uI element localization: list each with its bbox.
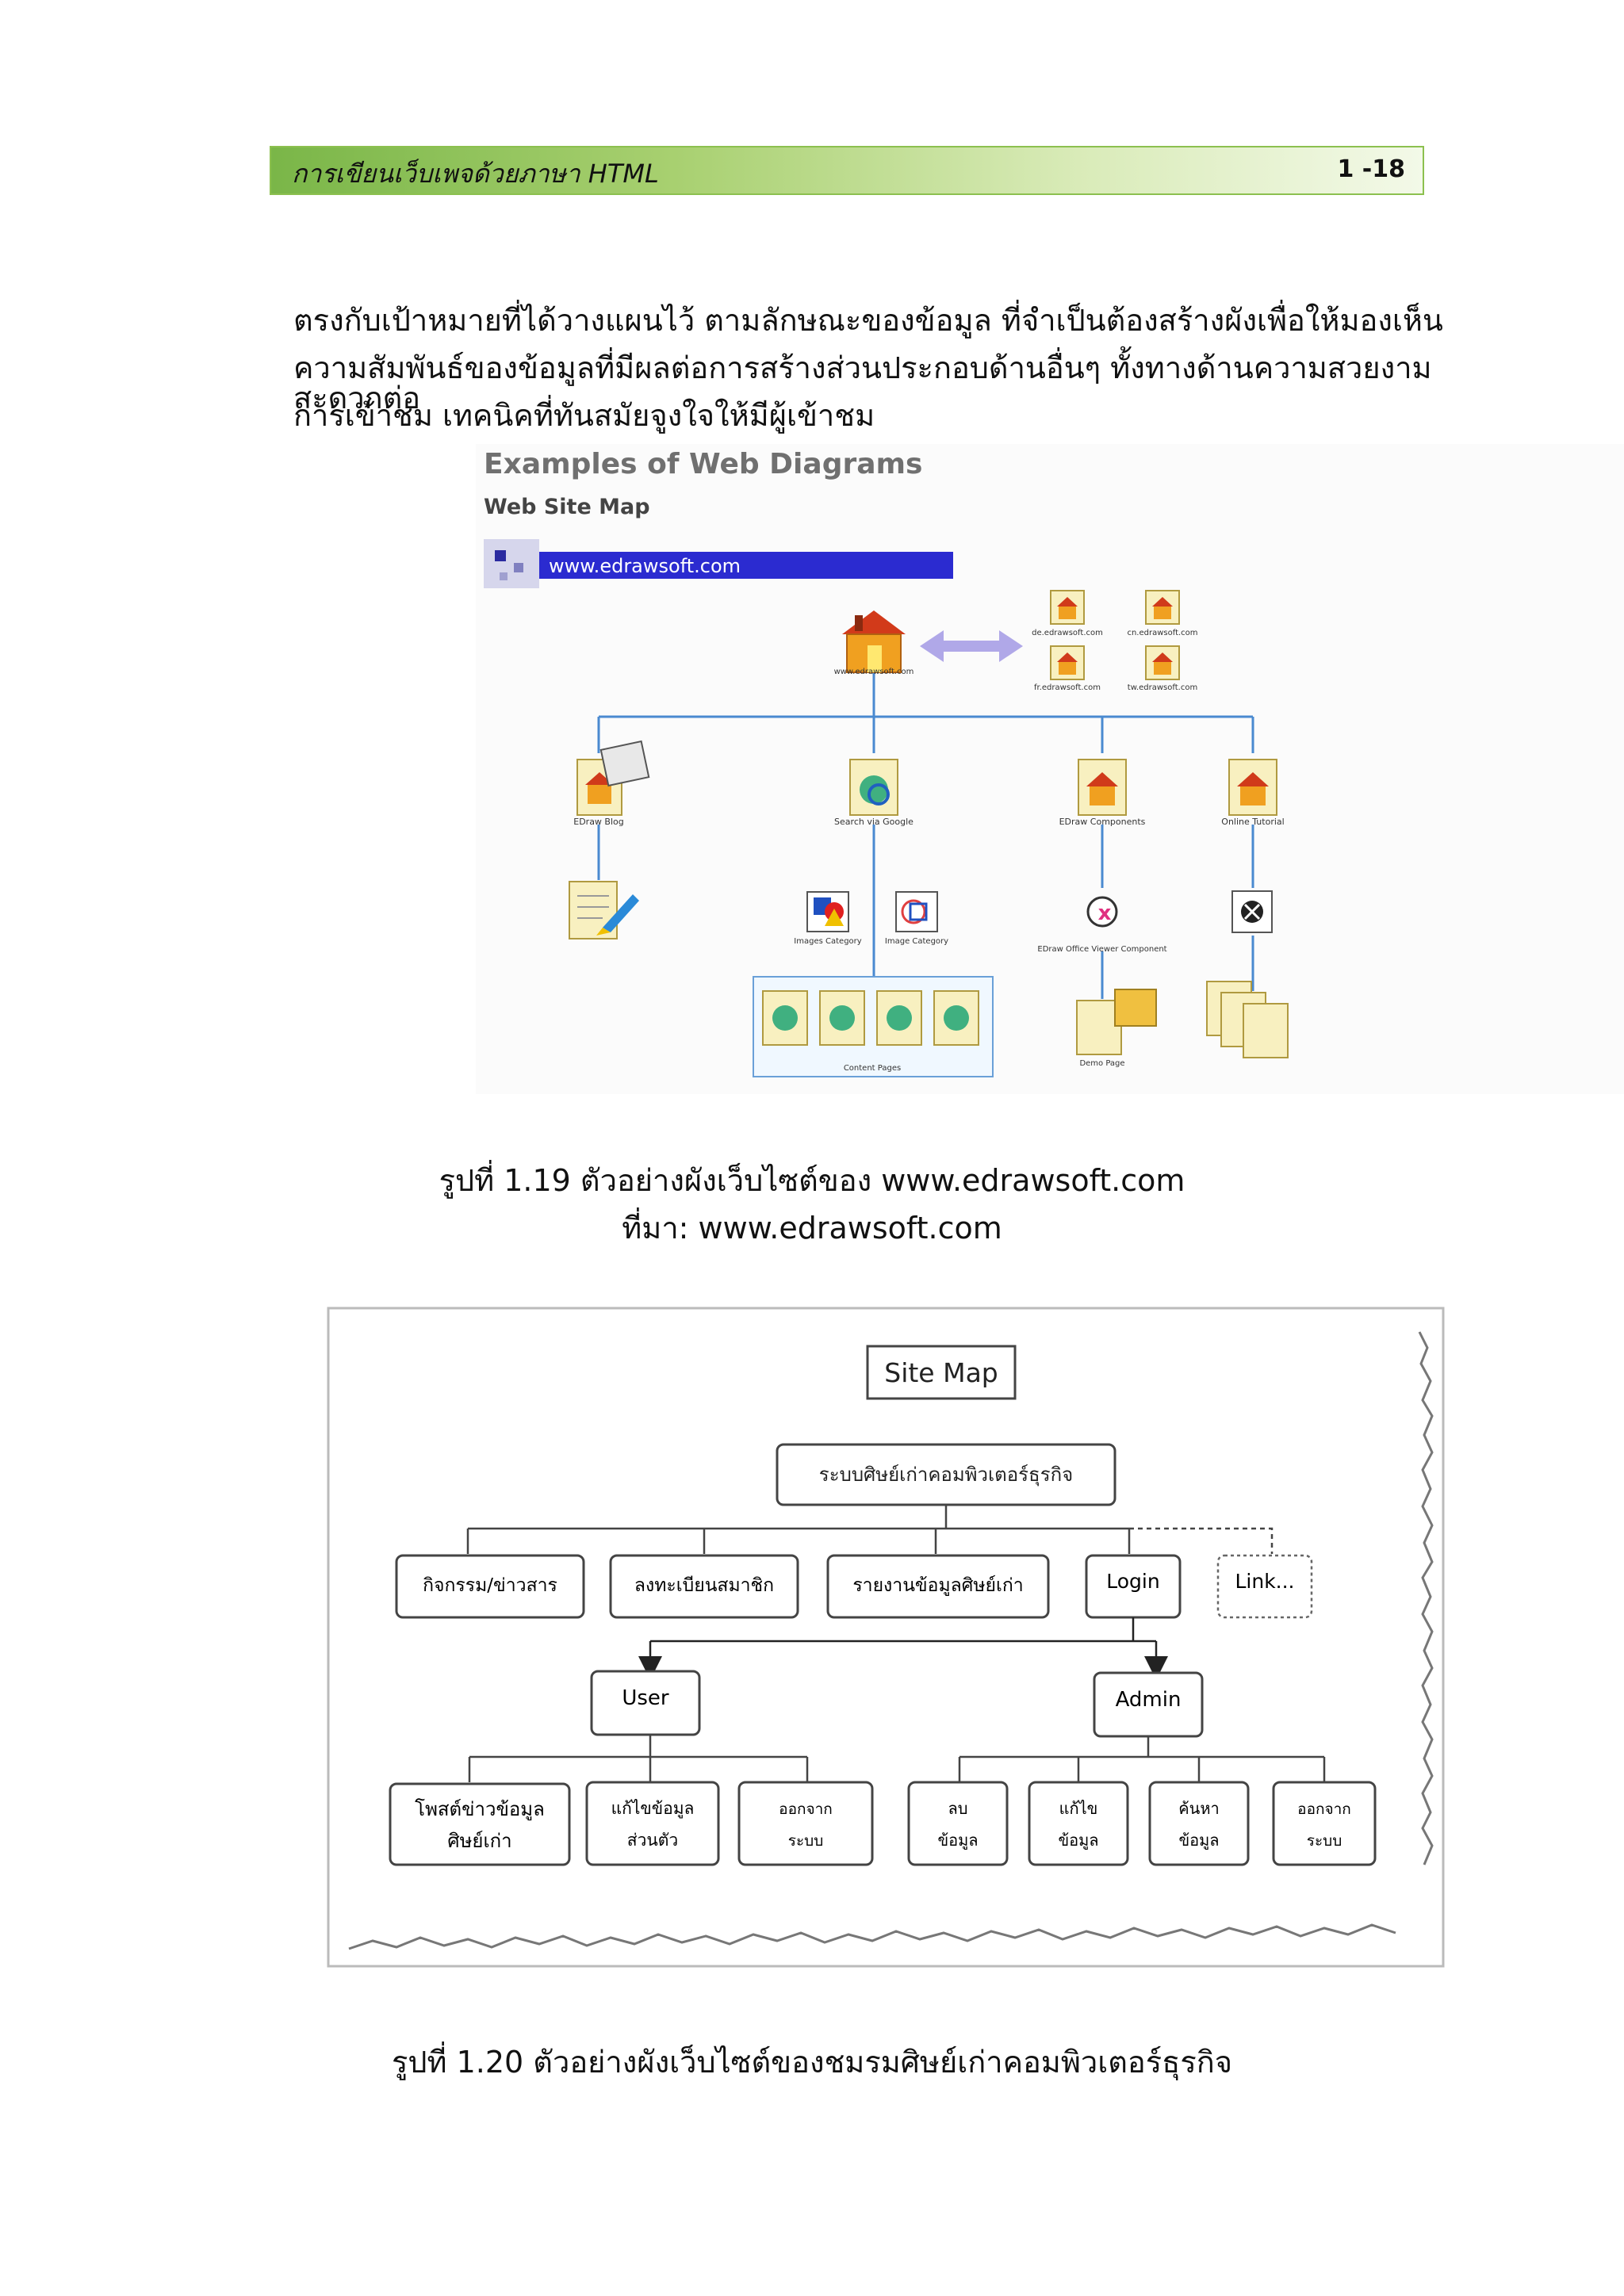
category-icons bbox=[806, 891, 938, 932]
viewer-label: EDraw Office Viewer Component bbox=[1037, 945, 1166, 954]
node-report-label: รายงานข้อมูลศิษย์เก่า bbox=[852, 1575, 1023, 1596]
branch-icons bbox=[576, 740, 1277, 816]
sitemap-title: Site Map bbox=[884, 1357, 998, 1388]
demo-page-icon bbox=[1076, 989, 1157, 1055]
category-label-2: Image Category bbox=[885, 937, 948, 946]
node-activities-label: กิจกรรม/ข่าวสาร bbox=[423, 1575, 557, 1596]
node-register bbox=[609, 1554, 799, 1619]
demo-label: Demo Page bbox=[1079, 1059, 1124, 1068]
admin-item-delete-line1: ลบ bbox=[948, 1799, 968, 1818]
mirror-label-3: fr.edrawsoft.com bbox=[1034, 683, 1101, 692]
user-item-logout bbox=[737, 1781, 874, 1866]
content-pages-label: Content Pages bbox=[844, 1064, 901, 1073]
admin-item-delete bbox=[907, 1781, 1009, 1866]
admin-item-logout-line2: ระบบ bbox=[1307, 1832, 1342, 1850]
admin-item-edit bbox=[1028, 1781, 1129, 1866]
figure-web-diagram: Examples of Web Diagrams Web Site Map ww… bbox=[476, 444, 1624, 1094]
viewer-component-icon: x bbox=[1086, 896, 1118, 928]
mirror-label-4: tw.edrawsoft.com bbox=[1128, 683, 1197, 692]
page-number: 1 -18 bbox=[1337, 155, 1405, 183]
branch-label-3: EDraw Components bbox=[1059, 817, 1146, 827]
admin-item-search-line2: ข้อมูล bbox=[1178, 1831, 1219, 1850]
node-activities bbox=[395, 1554, 585, 1619]
tutorial-documents-icon bbox=[1206, 981, 1289, 1058]
tutorial-node-icon bbox=[1231, 890, 1273, 933]
branch-label-2: Search via Google bbox=[834, 817, 914, 827]
user-item-logout-line1: ออกจาก bbox=[779, 1800, 833, 1818]
node-register-label: ลงทะเบียนสมาชิก bbox=[634, 1575, 774, 1596]
mirror-label-2: cn.edrawsoft.com bbox=[1127, 629, 1197, 637]
paragraph-line-1: ตรงกับเป้าหมายที่ได้วางแผนไว้ ตามลักษณะข… bbox=[293, 303, 1443, 338]
root-home-icon bbox=[842, 610, 906, 673]
torn-edge-right bbox=[1418, 1331, 1434, 1866]
header-title: การเขียนเว็บเพจด้วยภาษา HTML bbox=[292, 159, 659, 189]
figure1-caption: รูปที่ 1.19 ตัวอย่างผังเว็บไซต์ของ www.e… bbox=[439, 1163, 1185, 1198]
node-login-label: Login bbox=[1106, 1570, 1159, 1593]
user-item-post-line1: โพสต์ข่าวข้อมูล bbox=[415, 1798, 545, 1821]
admin-item-delete-line2: ข้อมูล bbox=[937, 1831, 978, 1850]
admin-item-logout bbox=[1272, 1781, 1377, 1866]
node-user-label: User bbox=[622, 1686, 669, 1710]
admin-item-edit-line2: ข้อมูล bbox=[1058, 1831, 1098, 1850]
banner-text: www.edrawsoft.com bbox=[549, 555, 741, 577]
figure-site-map: Site Map ระบบศิษย์เก่าคอมพิวเตอร์ธุรกิจ … bbox=[327, 1307, 1445, 1968]
admin-item-edit-line1: แก้ไข bbox=[1059, 1799, 1098, 1818]
node-user bbox=[590, 1670, 701, 1736]
admin-item-search-line1: ค้นหา bbox=[1178, 1799, 1219, 1818]
node-link bbox=[1216, 1554, 1313, 1619]
paragraph-line-3: การเข้าชม เทคนิคที่ทันสมัยจูงใจให้มีผู้เ… bbox=[293, 398, 875, 433]
user-item-edit-line1: แก้ไขข้อมูล bbox=[611, 1799, 695, 1819]
node-link-label: Link... bbox=[1235, 1570, 1294, 1593]
mirror-site-icons bbox=[1050, 590, 1180, 680]
page-header-bar bbox=[270, 146, 1424, 195]
figure2-caption: รูปที่ 1.20 ตัวอย่างผังเว็บไซต์ของชมรมศิ… bbox=[391, 2045, 1233, 2080]
root-node-label: ระบบศิษย์เก่าคอมพิวเตอร์ธุรกิจ bbox=[819, 1464, 1073, 1487]
double-arrow-icon bbox=[920, 630, 1023, 662]
branch-label-4: Online Tutorial bbox=[1221, 817, 1284, 827]
user-item-edit-line2: ส่วนตัว bbox=[627, 1831, 678, 1850]
node-report bbox=[826, 1554, 1050, 1619]
blog-document-icon bbox=[569, 881, 639, 939]
mirror-label-1: de.edrawsoft.com bbox=[1032, 629, 1103, 637]
user-item-post bbox=[389, 1782, 571, 1866]
figure1-title: Examples of Web Diagrams bbox=[484, 448, 922, 480]
admin-item-logout-line1: ออกจาก bbox=[1297, 1800, 1351, 1818]
figure1-subtitle: Web Site Map bbox=[484, 495, 650, 519]
user-item-post-line2: ศิษย์เก่า bbox=[447, 1830, 511, 1852]
user-item-logout-line2: ระบบ bbox=[788, 1832, 824, 1850]
branch-label-1: EDraw Blog bbox=[573, 817, 624, 827]
paragraph-line-2: ความสัมพันธ์ของข้อมูลที่มีผลต่อการสร้างส… bbox=[293, 350, 1432, 415]
torn-edge-bottom bbox=[348, 1923, 1396, 1950]
figure1-source: ที่มา: www.edrawsoft.com bbox=[622, 1211, 1002, 1246]
svg-text:x: x bbox=[1098, 901, 1112, 925]
sitemap-title-box bbox=[866, 1345, 1017, 1400]
user-item-edit bbox=[585, 1781, 720, 1866]
root-label: www.edrawsoft.com bbox=[834, 668, 914, 676]
admin-item-search bbox=[1148, 1781, 1250, 1866]
category-label-1: Images Category bbox=[794, 937, 861, 946]
content-page-icons bbox=[762, 990, 979, 1046]
node-admin-label: Admin bbox=[1116, 1688, 1182, 1712]
banner: www.edrawsoft.com bbox=[484, 539, 953, 588]
